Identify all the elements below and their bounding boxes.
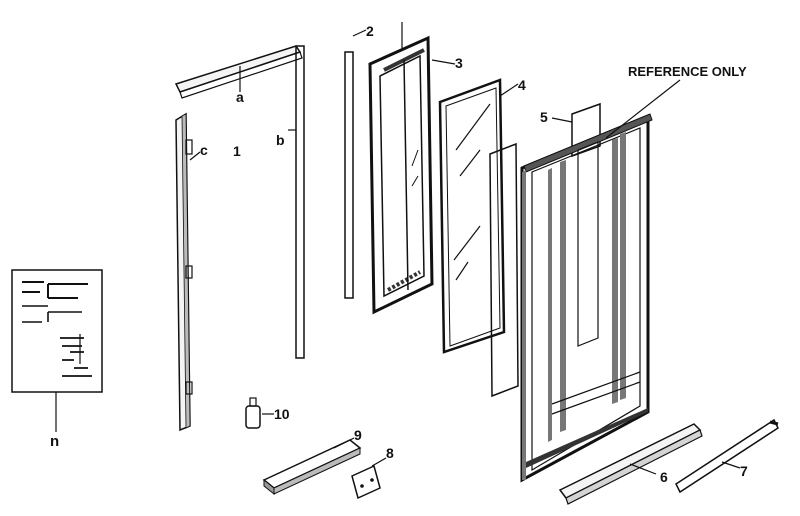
- label-7: 7: [740, 463, 748, 479]
- vertical-strip: [288, 45, 305, 359]
- part-9-block: [262, 437, 362, 496]
- instruction-sheet: [11, 269, 103, 432]
- label-n: n: [50, 433, 59, 450]
- label-2: 2: [366, 23, 374, 39]
- part-8-bracket: [351, 457, 387, 500]
- label-9: 9: [354, 427, 362, 443]
- label-c: c: [200, 142, 208, 158]
- part-6-bottom-track: [558, 423, 703, 505]
- label-10: 10: [274, 406, 290, 422]
- part-5-screen-panel: [489, 102, 601, 398]
- label-reference-only: REFERENCE ONLY: [628, 64, 747, 79]
- part-4-glass-panel: [438, 78, 519, 354]
- part-2-bar: [344, 29, 367, 299]
- label-5: 5: [540, 109, 548, 125]
- reference-frame: [520, 79, 681, 483]
- label-8: 8: [386, 445, 394, 461]
- part-7-threshold: [675, 418, 779, 494]
- side-jamb: [175, 112, 201, 432]
- part-3-door-panel: [368, 35, 456, 315]
- label-3: 3: [455, 55, 463, 71]
- label-a: a: [236, 89, 244, 105]
- part-10-bottle: [245, 397, 274, 429]
- label-b: b: [276, 132, 285, 148]
- label-6: 6: [660, 469, 668, 485]
- top-track: [174, 45, 303, 99]
- label-1: 1: [233, 143, 241, 159]
- label-4: 4: [518, 77, 526, 93]
